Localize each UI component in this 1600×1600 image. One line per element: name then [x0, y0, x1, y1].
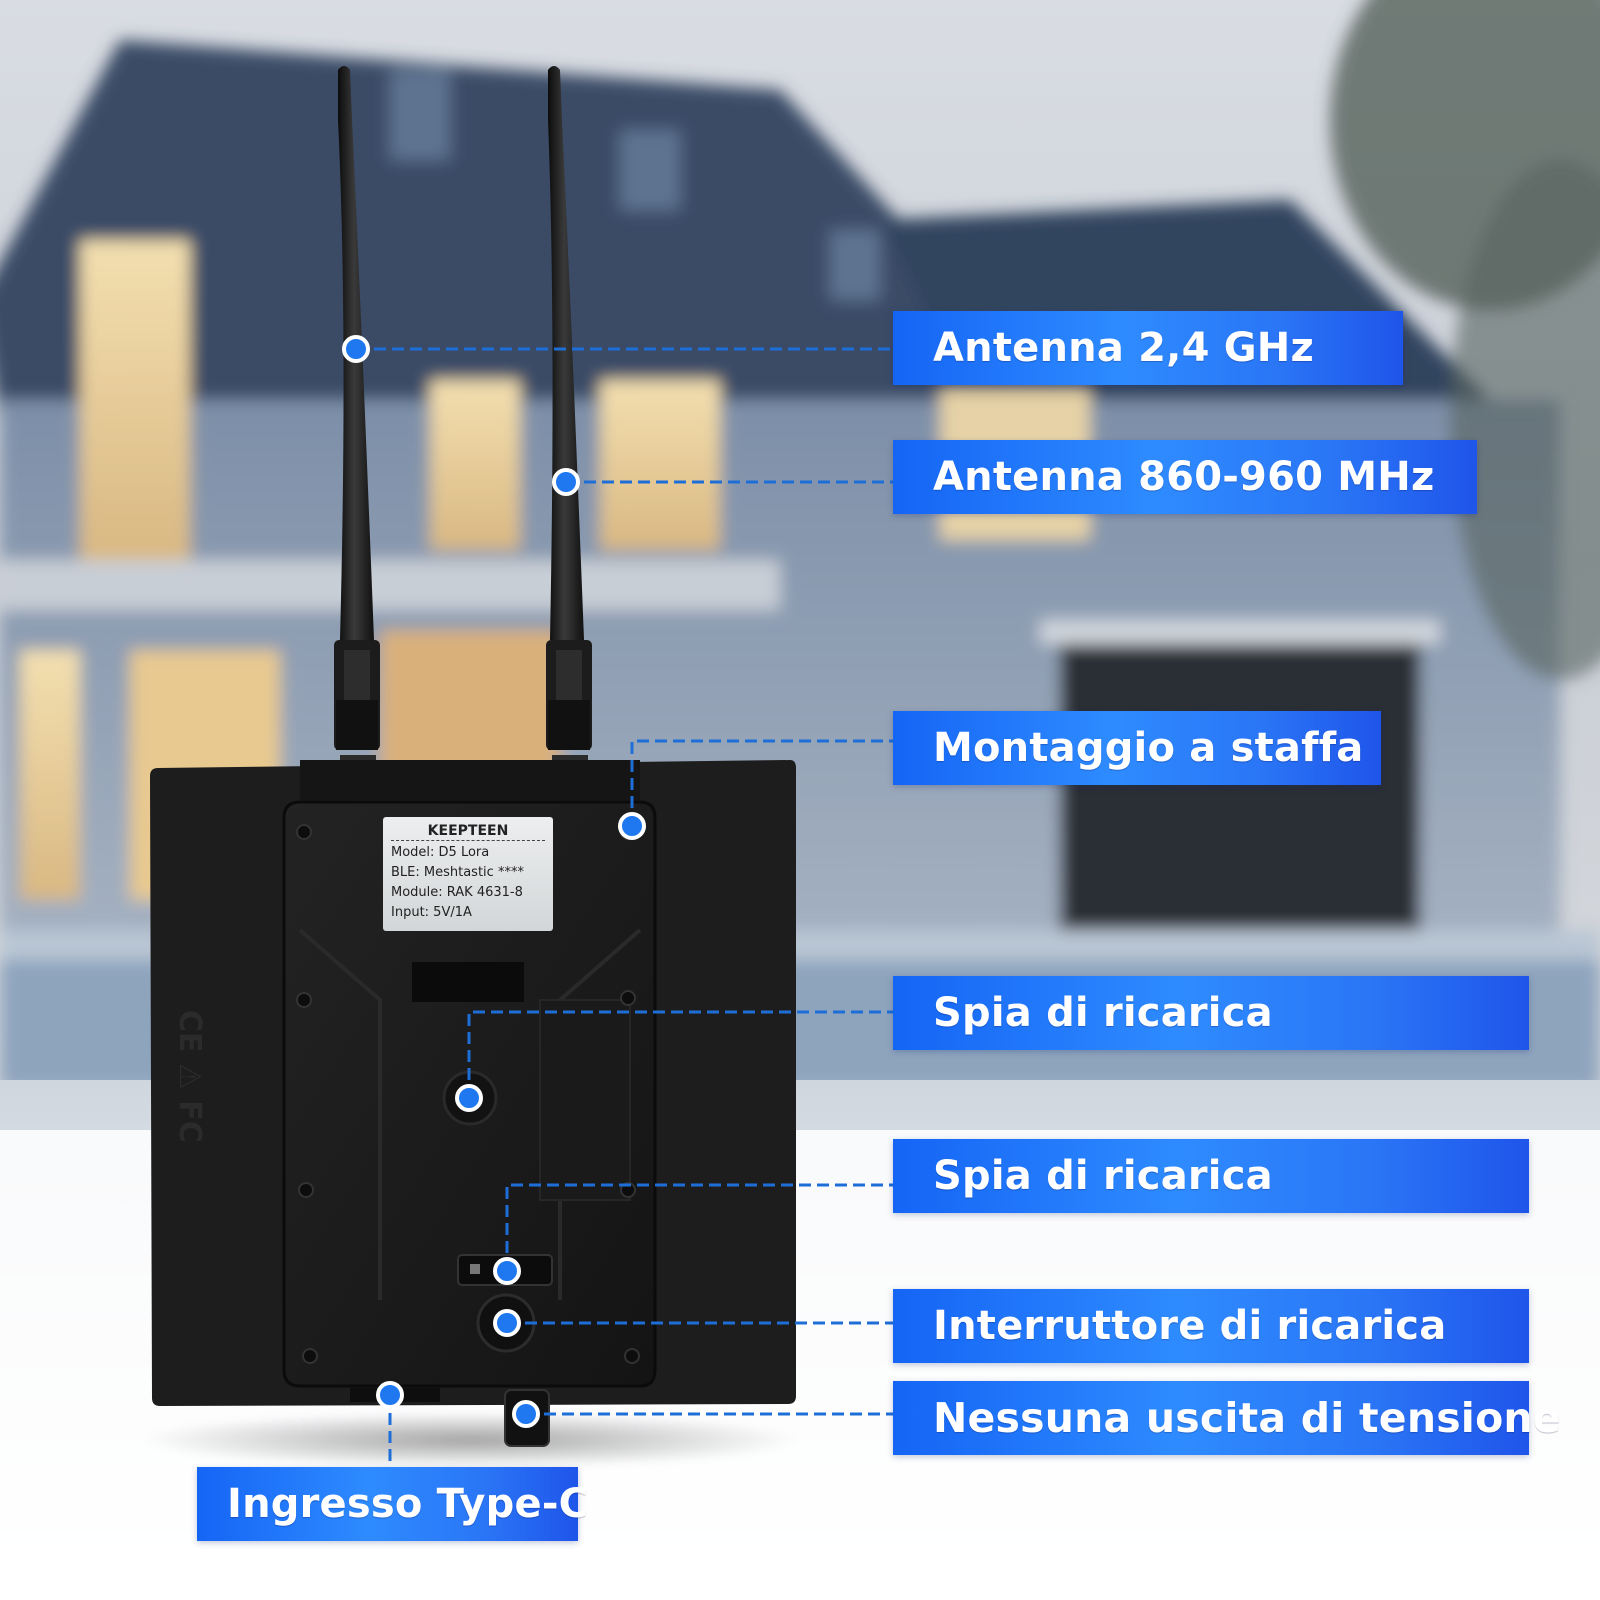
- callout-charge-led-1: Spia di ricarica: [893, 976, 1529, 1050]
- callout-antenna-868mhz: Antenna 860-960 MHz: [893, 440, 1477, 514]
- callout-charge-led-2-text: Spia di ricarica: [933, 1153, 1273, 1199]
- callout-type-c-input: Ingresso Type-C: [197, 1467, 588, 1541]
- callout-antenna-868mhz-text: Antenna 860-960 MHz: [933, 454, 1435, 500]
- marker-dots: [342, 335, 646, 1428]
- svg-text:CE ⚠ FC: CE ⚠ FC: [172, 1010, 207, 1143]
- callout-bracket-mount: Montaggio a staffa: [893, 711, 1381, 785]
- nameplate-input: Input: 5V/1A: [391, 905, 472, 920]
- nameplate-module: Module: RAK 4631-8: [391, 885, 523, 900]
- callout-connectors: [356, 347, 893, 1467]
- callout-charge-switch: Interruttore di ricarica: [893, 1289, 1529, 1363]
- callout-no-voltage-output-text: Nessuna uscita di tensione: [933, 1394, 1561, 1442]
- callout-bracket-mount-text: Montaggio a staffa: [933, 725, 1364, 771]
- callout-charge-led-2: Spia di ricarica: [893, 1139, 1529, 1213]
- nameplate-ble: BLE: Meshtastic ****: [391, 865, 524, 880]
- antenna-right: [546, 66, 592, 795]
- callout-charge-switch-text: Interruttore di ricarica: [933, 1303, 1447, 1349]
- device-nameplate: KEEPTEEN Model: D5 Lora BLE: Meshtastic …: [383, 817, 553, 931]
- callout-type-c-input-text: Ingresso Type-C: [227, 1481, 589, 1527]
- callout-no-voltage-output: Nessuna uscita di tensione: [893, 1381, 1561, 1455]
- nameplate-brand: KEEPTEEN: [391, 822, 545, 841]
- callout-antenna-24ghz-text: Antenna 2,4 GHz: [933, 325, 1314, 371]
- callout-charge-led-1-text: Spia di ricarica: [933, 990, 1273, 1036]
- callout-antenna-24ghz: Antenna 2,4 GHz: [893, 311, 1403, 385]
- nameplate-model: Model: D5 Lora: [391, 845, 490, 860]
